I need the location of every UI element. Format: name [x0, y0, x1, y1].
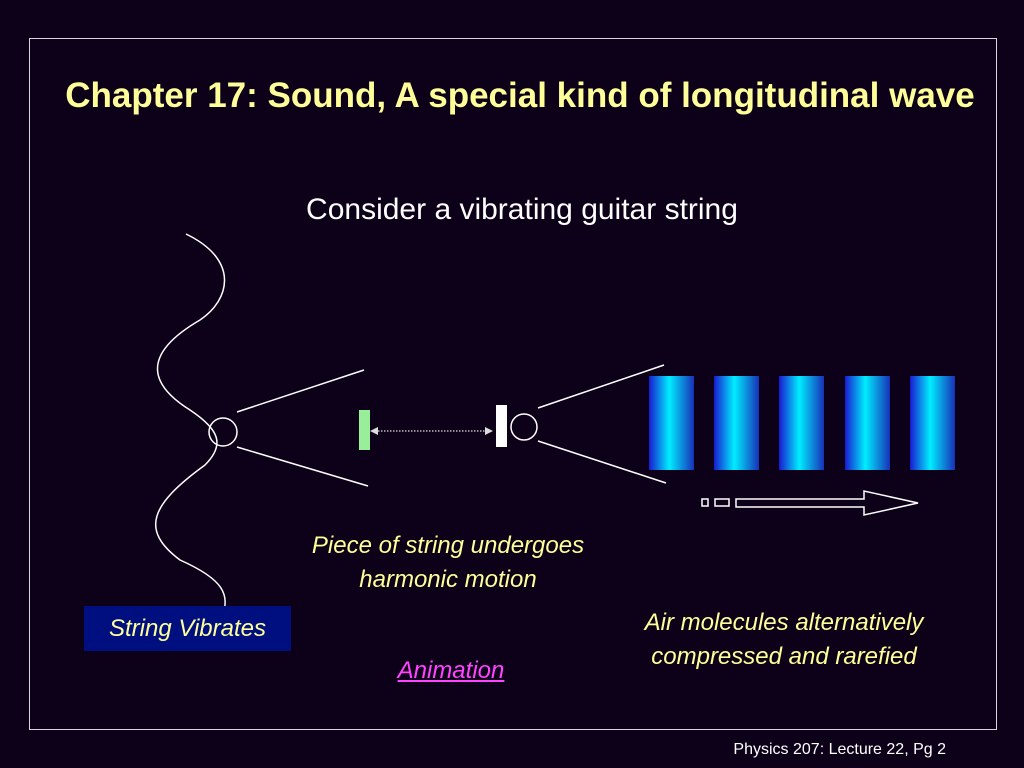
propagation-arrow-dot-large [714, 498, 730, 507]
slide-title: Chapter 17: Sound, A special kind of lon… [65, 76, 975, 115]
compression-band [714, 376, 759, 470]
zoom-cone-bottom-line [236, 446, 369, 487]
slide-footer: Physics 207: Lecture 22, Pg 2 [733, 741, 946, 758]
string-piece-caption: Piece of string undergoes harmonic motio… [311, 532, 585, 593]
string-focus-circle [208, 417, 238, 447]
harmonic-arrow-right-head [485, 427, 493, 435]
propagation-arrow-dot-small [701, 498, 709, 507]
compression-band [779, 376, 824, 470]
compression-band [649, 376, 694, 470]
string-piece-white-bar [496, 405, 507, 447]
propagation-arrow [735, 490, 919, 516]
air-cone-top-line [537, 364, 665, 409]
string-piece-green-bar [359, 410, 370, 450]
string-vibrates-label: String Vibrates [84, 606, 291, 651]
air-cone-bottom-line [537, 440, 667, 484]
harmonic-arrow-left-head [370, 427, 378, 435]
slide-frame [29, 38, 997, 730]
air-molecules-caption: Air molecules alternatively compressed a… [644, 609, 924, 670]
vibrating-string-curve [155, 233, 226, 619]
animation-link[interactable]: Animation [397, 657, 505, 684]
air-focus-circle [510, 413, 538, 441]
compression-band [845, 376, 890, 470]
zoom-cone-top-line [236, 369, 365, 413]
slide-subtitle: Consider a vibrating guitar string [306, 193, 738, 226]
compression-band [910, 376, 955, 470]
